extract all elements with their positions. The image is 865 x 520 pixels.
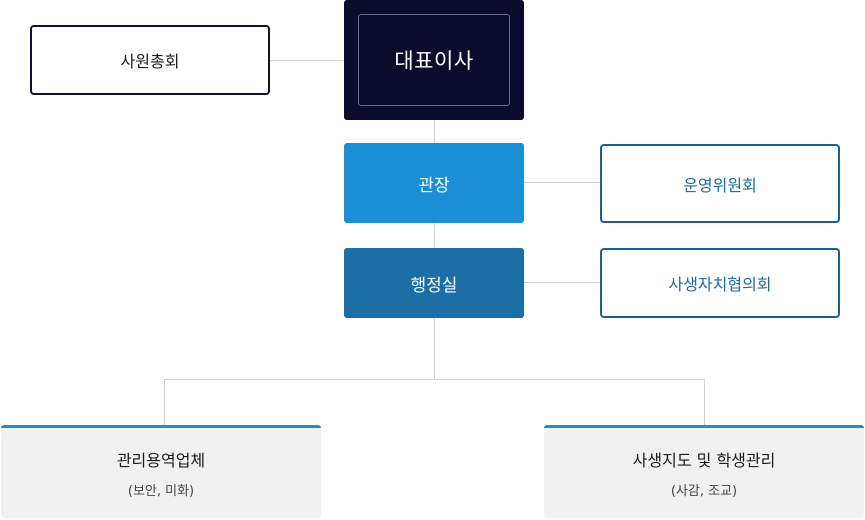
node-admin-office: 행정실 xyxy=(344,248,524,318)
node-general-meeting-label: 사원총회 xyxy=(120,52,180,71)
node-steering-committee-label: 운영위원회 xyxy=(683,175,757,195)
node-director-label: 관장 xyxy=(418,175,450,196)
node-admin-office-label: 행정실 xyxy=(410,275,458,296)
connector-branch-horizontal xyxy=(164,379,705,380)
node-general-meeting: 사원총회 xyxy=(30,25,270,95)
node-management-contractor: 관리용역업체 (보안, 미화) xyxy=(1,425,321,518)
connector-director-admin xyxy=(434,223,435,249)
node-student-guidance-title: 사생지도 및 학생관리 xyxy=(632,451,776,470)
node-steering-committee: 운영위원회 xyxy=(600,144,840,223)
node-ceo: 대표이사 xyxy=(344,0,524,120)
connector-director-committee xyxy=(524,182,601,183)
connector-admin-council xyxy=(524,282,601,283)
node-management-contractor-title: 관리용역업체 xyxy=(116,451,206,470)
node-ceo-label: 대표이사 xyxy=(394,49,474,73)
connector-branch-right xyxy=(704,379,705,425)
node-management-contractor-sub: (보안, 미화) xyxy=(127,484,195,499)
connector-ceo-director xyxy=(434,120,435,144)
node-ceo-inner-frame: 대표이사 xyxy=(358,14,510,106)
connector-admin-down xyxy=(434,318,435,379)
node-student-guidance-sub: (사감, 조교) xyxy=(670,484,738,499)
connector-branch-left xyxy=(164,379,165,425)
node-director: 관장 xyxy=(344,143,524,223)
node-student-council-label: 사생자치협의회 xyxy=(668,275,772,294)
node-student-guidance: 사생지도 및 학생관리 (사감, 조교) xyxy=(544,425,864,518)
connector-meeting-ceo xyxy=(270,60,345,61)
node-student-council: 사생자치협의회 xyxy=(600,248,840,318)
